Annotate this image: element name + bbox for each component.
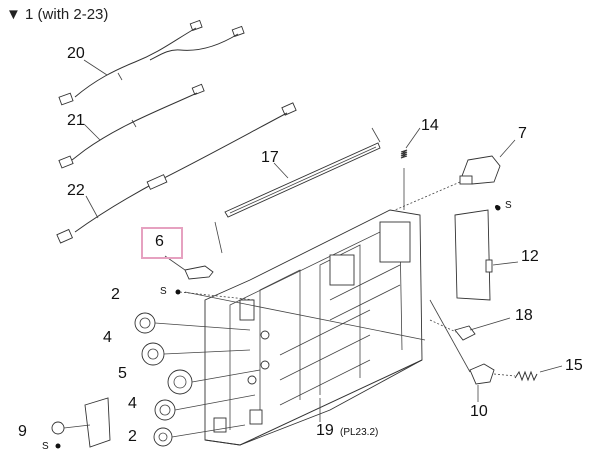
callout-15[interactable]: 15 [565, 357, 583, 374]
callout-18[interactable]: 18 [515, 307, 533, 324]
frame-19 [204, 209, 423, 446]
screw-label-s2: S [505, 200, 512, 211]
board-12 [454, 205, 501, 301]
callout-19[interactable]: 19 [316, 422, 334, 439]
screw-label-s1: S [160, 286, 167, 297]
callout-4-lower[interactable]: 4 [128, 395, 137, 412]
assembly-title: 1 (with 2-23) [25, 6, 109, 23]
sensor-18 [454, 325, 476, 341]
bracket-9 [51, 397, 111, 449]
callout-4-upper[interactable]: 4 [103, 329, 112, 346]
callout-5[interactable]: 5 [118, 365, 127, 382]
callout-10[interactable]: 10 [470, 403, 488, 420]
leader-22 [85, 195, 99, 219]
rail-17 [224, 142, 381, 218]
callout-6[interactable]: 6 [155, 233, 164, 250]
callout-20[interactable]: 20 [67, 45, 85, 62]
callout-9[interactable]: 9 [18, 423, 27, 440]
callout-22[interactable]: 22 [67, 182, 85, 199]
lever-6 [184, 265, 214, 280]
harness-21 [58, 83, 205, 169]
callout-2-lower[interactable]: 2 [128, 428, 137, 445]
spring-15 [514, 370, 538, 382]
gear-2-lower [153, 427, 173, 447]
spring-14 [400, 149, 408, 159]
highlight-box-part-6 [141, 227, 183, 259]
callout-21[interactable]: 21 [67, 112, 85, 129]
gear-2-upper [134, 312, 156, 334]
leader-15 [539, 365, 563, 373]
callout-2-upper[interactable]: 2 [111, 286, 120, 303]
gear-4-lower [154, 399, 176, 421]
screw-label-s3: S [42, 441, 49, 452]
screw-s1 [175, 289, 181, 295]
leader-17 [273, 162, 289, 179]
leader-18 [469, 317, 511, 331]
callout-19-ref: (PL23.2) [340, 427, 379, 438]
collapse-triangle-icon[interactable]: ▼ [6, 6, 21, 23]
leader-7 [499, 139, 516, 158]
leader-21 [83, 123, 101, 141]
leader-20 [83, 59, 108, 76]
actuator-10 [469, 363, 495, 385]
callout-7[interactable]: 7 [518, 125, 527, 142]
gear-4-upper [141, 342, 165, 366]
harness-20 [58, 19, 245, 106]
callout-17[interactable]: 17 [261, 149, 279, 166]
assembly-heading: ▼ 1 (with 2-23) [6, 6, 108, 23]
callout-14[interactable]: 14 [421, 117, 439, 134]
bracket-7 [459, 155, 501, 185]
harness-22 [56, 102, 297, 244]
leader-12 [492, 261, 519, 266]
gear-5 [167, 369, 193, 395]
callout-12[interactable]: 12 [521, 248, 539, 265]
